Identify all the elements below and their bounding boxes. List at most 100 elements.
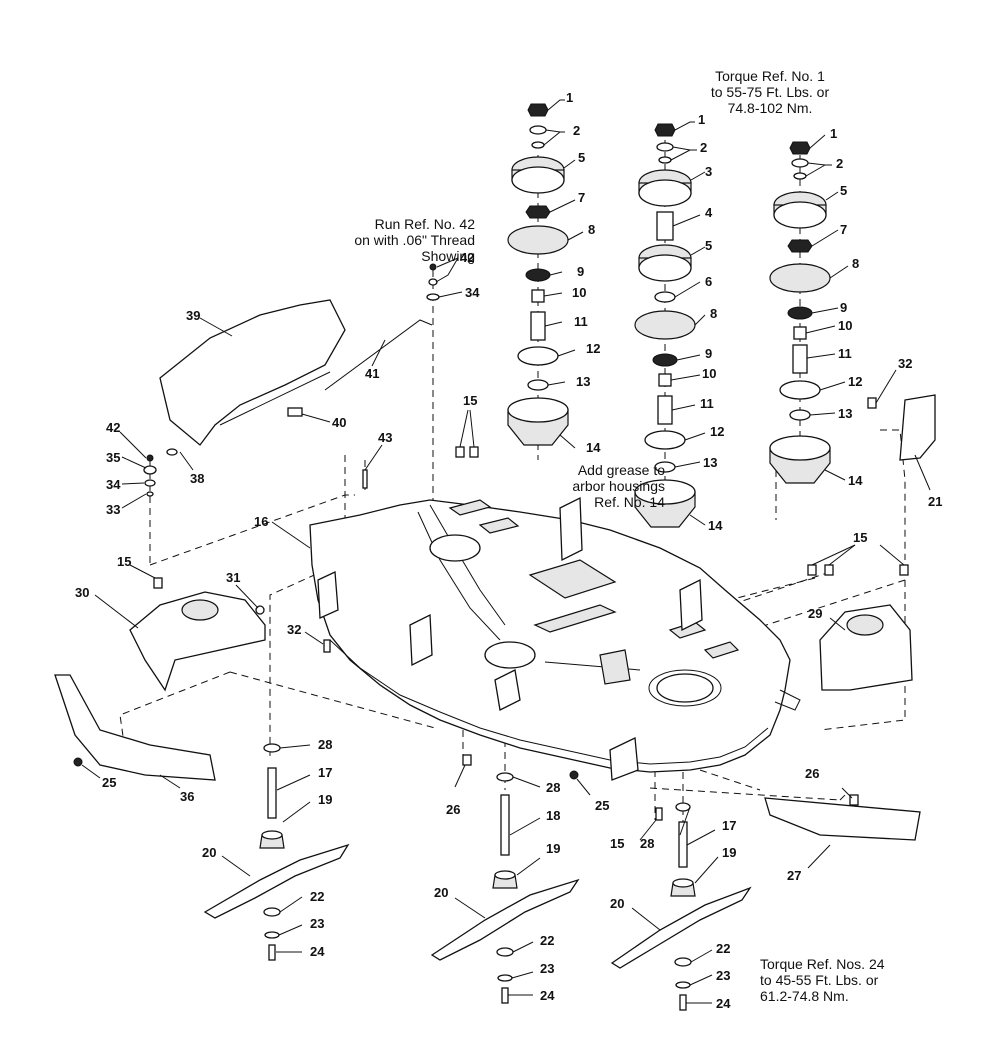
mower-deck bbox=[309, 496, 801, 781]
callout-19: 19 bbox=[722, 845, 736, 860]
callout-20: 20 bbox=[610, 896, 624, 911]
callout-3: 3 bbox=[705, 164, 712, 179]
torque-note-blade: Torque Ref. Nos. 24 to 45-55 Ft. Lbs. or… bbox=[760, 956, 885, 1004]
callout-5: 5 bbox=[705, 238, 712, 253]
callout-26: 26 bbox=[805, 766, 819, 781]
callout-17: 17 bbox=[318, 765, 332, 780]
callout-6: 6 bbox=[705, 274, 712, 289]
callout-15: 15 bbox=[853, 530, 867, 545]
callout-14: 14 bbox=[848, 473, 863, 488]
callout-20: 20 bbox=[434, 885, 448, 900]
callout-8: 8 bbox=[588, 222, 595, 237]
callout-numbers: 1 2 5 7 8 9 10 11 12 13 14 1 2 3 4 5 6 8… bbox=[75, 90, 942, 1011]
callout-25: 25 bbox=[102, 775, 116, 790]
callout-34: 34 bbox=[465, 285, 480, 300]
callout-27: 27 bbox=[787, 868, 801, 883]
callout-5: 5 bbox=[840, 183, 847, 198]
callout-36: 36 bbox=[180, 789, 194, 804]
callout-14: 14 bbox=[586, 440, 601, 455]
callout-11: 11 bbox=[700, 396, 714, 411]
callout-10: 10 bbox=[702, 366, 716, 381]
spindle-stack-right bbox=[769, 141, 831, 484]
callout-11: 11 bbox=[574, 314, 588, 329]
callout-15: 15 bbox=[463, 393, 477, 408]
callout-18: 18 bbox=[546, 808, 560, 823]
blade-assembly-center bbox=[430, 772, 580, 1004]
left-spindle-cover bbox=[129, 591, 266, 692]
callout-20: 20 bbox=[202, 845, 216, 860]
spindle-stack-left bbox=[507, 103, 569, 446]
callout-14: 14 bbox=[708, 518, 723, 533]
callout-7: 7 bbox=[578, 190, 585, 205]
callout-9: 9 bbox=[705, 346, 712, 361]
callout-5: 5 bbox=[578, 150, 585, 165]
grease-note: Add grease to arbor housings Ref. No. 14 bbox=[572, 462, 665, 510]
callout-32: 32 bbox=[287, 622, 301, 637]
callout-24: 24 bbox=[310, 944, 325, 959]
torque-note-arbor: Torque Ref. No. 1 to 55-75 Ft. Lbs. or 7… bbox=[710, 68, 830, 116]
callout-8: 8 bbox=[710, 306, 717, 321]
callout-19: 19 bbox=[546, 841, 560, 856]
callout-42: 42 bbox=[106, 420, 120, 435]
callout-24: 24 bbox=[540, 988, 555, 1003]
callout-11: 11 bbox=[838, 346, 852, 361]
callout-2: 2 bbox=[573, 123, 580, 138]
callout-15: 15 bbox=[610, 836, 624, 851]
callout-10: 10 bbox=[838, 318, 852, 333]
callout-2: 2 bbox=[836, 156, 843, 171]
callout-13: 13 bbox=[576, 374, 590, 389]
callout-43: 43 bbox=[378, 430, 392, 445]
callout-7: 7 bbox=[840, 222, 847, 237]
callout-40: 40 bbox=[332, 415, 346, 430]
callout-12: 12 bbox=[710, 424, 724, 439]
callout-1: 1 bbox=[566, 90, 573, 105]
callout-23: 23 bbox=[310, 916, 324, 931]
callout-13: 13 bbox=[838, 406, 852, 421]
right-baffle bbox=[764, 797, 921, 841]
callout-1: 1 bbox=[698, 112, 705, 127]
callout-39: 39 bbox=[186, 308, 200, 323]
callout-8: 8 bbox=[852, 256, 859, 271]
callout-31: 31 bbox=[226, 570, 240, 585]
belt-shield bbox=[159, 299, 433, 446]
callout-35: 35 bbox=[106, 450, 120, 465]
callout-28: 28 bbox=[546, 780, 560, 795]
callout-26: 26 bbox=[446, 802, 460, 817]
callout-9: 9 bbox=[577, 264, 584, 279]
callout-23: 23 bbox=[716, 968, 730, 983]
callout-4: 4 bbox=[705, 205, 713, 220]
callout-22: 22 bbox=[540, 933, 554, 948]
callout-1: 1 bbox=[830, 126, 837, 141]
right-spindle-cover bbox=[819, 604, 913, 691]
callout-34: 34 bbox=[106, 477, 121, 492]
blade-assembly-left bbox=[203, 743, 350, 961]
callout-19: 19 bbox=[318, 792, 332, 807]
callout-28: 28 bbox=[318, 737, 332, 752]
callout-24: 24 bbox=[716, 996, 731, 1011]
callout-38: 38 bbox=[190, 471, 204, 486]
callout-17: 17 bbox=[722, 818, 736, 833]
callout-2: 2 bbox=[700, 140, 707, 155]
callout-10: 10 bbox=[572, 285, 586, 300]
callout-21: 21 bbox=[928, 494, 942, 509]
callout-29: 29 bbox=[808, 606, 822, 621]
spindle-stack-center bbox=[634, 123, 696, 528]
callout-22: 22 bbox=[716, 941, 730, 956]
callout-15: 15 bbox=[117, 554, 131, 569]
callout-41: 41 bbox=[365, 366, 379, 381]
leader-lines bbox=[81, 99, 931, 1004]
callout-9: 9 bbox=[840, 300, 847, 315]
callout-28: 28 bbox=[640, 836, 654, 851]
callout-25: 25 bbox=[595, 798, 609, 813]
callout-22: 22 bbox=[310, 889, 324, 904]
callout-13: 13 bbox=[703, 455, 717, 470]
callout-16: 16 bbox=[254, 514, 268, 529]
left-baffle bbox=[54, 674, 216, 781]
thread-note: Run Ref. No. 42 on with .06" Thread Show… bbox=[354, 216, 475, 264]
callout-12: 12 bbox=[586, 341, 600, 356]
callout-12: 12 bbox=[848, 374, 862, 389]
callout-23: 23 bbox=[540, 961, 554, 976]
callout-30: 30 bbox=[75, 585, 89, 600]
